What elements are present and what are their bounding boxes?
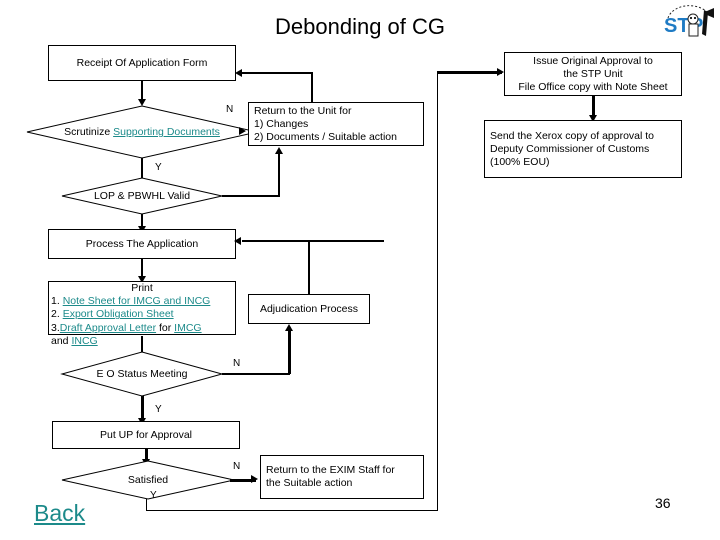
issue-approval-line3: File Office copy with Note Sheet	[518, 80, 668, 93]
print-heading: Print	[131, 282, 153, 294]
item3-and: and	[51, 334, 72, 347]
connector-satisfied-yes-v	[146, 499, 147, 511]
item1-number: 1.	[51, 295, 60, 308]
branch-label-satisfied-yes: Y	[150, 490, 157, 501]
send-xerox-line2: Deputy Commissioner of Customs	[490, 142, 650, 155]
arrowhead-down	[138, 99, 146, 106]
node-put-up-for-approval[interactable]: Put UP for Approval	[52, 421, 240, 449]
decision-scrutinize-supporting-documents[interactable]: Scrutinize Supporting Documents	[26, 105, 258, 159]
branch-label-satisfied-no: N	[233, 461, 241, 472]
issue-approval-line1: Issue Original Approval to	[533, 54, 653, 67]
node-process-the-application[interactable]: Process The Application	[48, 229, 236, 259]
node-label: Put UP for Approval	[99, 428, 193, 441]
branch-label-eo-yes: Y	[155, 404, 162, 415]
node-adjudication-process[interactable]: Adjudication Process	[248, 294, 370, 324]
node-label: Adjudication Process	[259, 302, 359, 315]
node-return-to-unit[interactable]: Return to the Unit for 1) Changes 2) Doc…	[248, 102, 424, 146]
connector-right-riser	[437, 72, 438, 510]
connector-lop-to-process	[141, 214, 143, 229]
return-unit-line2: 1) Changes	[254, 117, 309, 130]
print-list-continuation: and INCG	[49, 335, 235, 348]
connector-putup-to-satisfied	[145, 449, 148, 462]
connector-print-to-eo	[141, 336, 143, 355]
connector-eo-no-h	[222, 373, 290, 375]
print-list-item: 3.Draft Approval Letter for IMCG	[49, 322, 235, 335]
decision-eo-status-meeting[interactable]: E O Status Meeting	[60, 351, 224, 397]
decision-label: E O Status Meeting	[96, 368, 188, 380]
node-return-to-exim-staff[interactable]: Return to the EXIM Staff for the Suitabl…	[260, 455, 424, 499]
back-link[interactable]: Back	[34, 500, 86, 526]
imcg-link[interactable]: IMCG	[174, 321, 202, 334]
return-unit-line1: Return to the Unit for	[254, 104, 352, 117]
print-list: 1. Note Sheet for IMCG and INCG 2. Expor…	[49, 295, 235, 335]
branch-label-scrutinize-yes: Y	[155, 162, 162, 173]
send-xerox-line1: Send the Xerox copy of approval to	[490, 129, 655, 142]
supporting-documents-link[interactable]: Supporting Documents	[113, 126, 220, 138]
svg-text:ST: ST	[664, 15, 690, 37]
decision-label: Scrutinize Supporting Documents	[27, 106, 257, 158]
branch-label-scrutinize-no: N	[226, 104, 234, 115]
branch-label-eo-no: N	[233, 358, 241, 369]
item3-mid: for	[156, 321, 175, 334]
item3-number: 3.	[51, 321, 60, 334]
connector-adjudication-left	[242, 240, 384, 242]
node-label: Receipt Of Application Form	[76, 56, 208, 69]
arrowhead-down	[589, 115, 597, 122]
print-list-item: 2. Export Obligation Sheet	[49, 308, 235, 321]
decision-label: LOP & PBWHL Valid	[93, 190, 191, 202]
connector-scrutinize-to-lop	[141, 158, 143, 182]
arrowhead-right	[251, 475, 258, 483]
connector-satisfied-no	[230, 479, 256, 482]
connector-receipt-to-scrutinize	[141, 81, 143, 100]
export-obligation-sheet-link[interactable]: Export Obligation Sheet	[62, 308, 174, 321]
send-xerox-line3: (100% EOU)	[490, 155, 550, 168]
scrutinize-text: Scrutinize	[64, 126, 114, 138]
return-unit-line3: 2) Documents / Suitable action	[254, 130, 397, 143]
arrowhead-up	[285, 324, 293, 331]
print-list-item: 1. Note Sheet for IMCG and INCG	[49, 295, 235, 308]
node-receipt-of-application-form[interactable]: Receipt Of Application Form	[48, 45, 236, 81]
connector-eo-no-v	[288, 331, 291, 374]
decision-satisfied[interactable]: Satisfied	[61, 460, 235, 500]
arrowhead-up	[275, 147, 283, 154]
note-sheet-link[interactable]: Note Sheet for IMCG and INCG	[62, 295, 211, 308]
node-issue-original-approval[interactable]: Issue Original Approval to the STP Unit …	[504, 52, 682, 96]
page-number: 36	[655, 495, 671, 511]
connector-issue-to-xerox	[592, 96, 595, 118]
issue-approval-line2: the STP Unit	[563, 67, 623, 80]
connector-lop-no-v	[278, 154, 280, 196]
connector-bottom-h	[146, 510, 438, 511]
connector-lop-no-h	[222, 195, 280, 197]
connector-adjudication-up	[308, 240, 310, 295]
arrowhead-down	[138, 276, 146, 283]
connector-eo-to-putup	[141, 396, 144, 420]
connector-process-to-print	[141, 259, 143, 278]
connector-returnunit-to-receipt-v	[311, 72, 313, 103]
node-print-documents[interactable]: Print 1. Note Sheet for IMCG and INCG 2.…	[48, 281, 236, 347]
return-exim-line1: Return to the EXIM Staff for	[266, 464, 395, 476]
decision-label: Satisfied	[127, 474, 169, 486]
page-title: Debonding of CG	[275, 14, 445, 39]
arrowhead-right	[239, 127, 246, 135]
draft-approval-letter-link[interactable]: Draft Approval Letter	[59, 321, 157, 334]
stp-logo: ST P	[660, 2, 718, 44]
arrowhead-left	[235, 69, 242, 77]
arrowhead-left	[234, 237, 241, 245]
arrowhead-right	[497, 68, 504, 76]
connector-returnunit-to-receipt-h	[242, 72, 313, 74]
node-send-xerox-copy[interactable]: Send the Xerox copy of approval to Deput…	[484, 120, 682, 178]
incg-link[interactable]: INCG	[71, 334, 98, 347]
connector-to-issue-approval	[437, 71, 502, 74]
return-exim-line2: the Suitable action	[266, 477, 353, 489]
decision-lop-pbwhl-valid[interactable]: LOP & PBWHL Valid	[61, 177, 223, 215]
item2-number: 2.	[51, 308, 60, 321]
node-label: Process The Application	[85, 237, 199, 250]
